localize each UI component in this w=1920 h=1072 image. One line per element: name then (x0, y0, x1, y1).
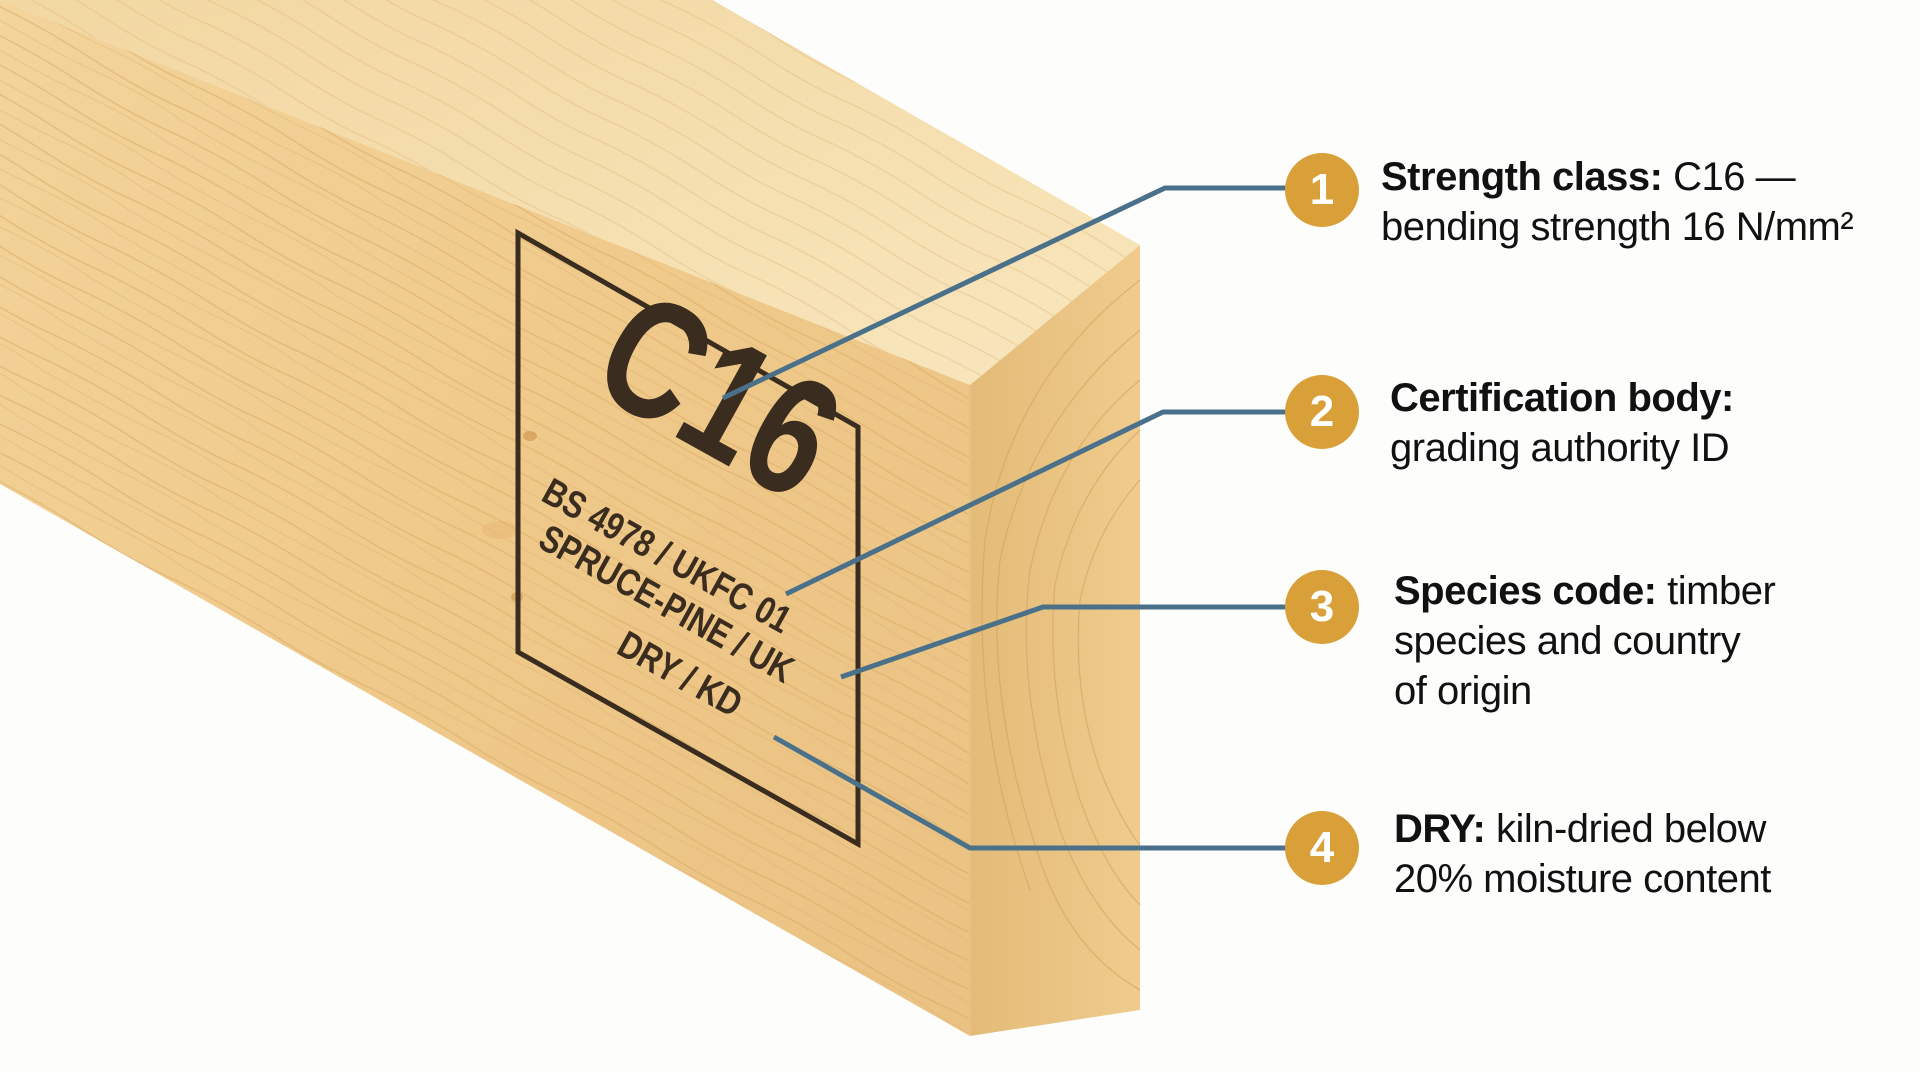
leader-line-4 (772, 734, 1290, 851)
beam-front-face (0, 0, 970, 1036)
callout-2-text: Certification body: grading authority ID (1390, 373, 1734, 473)
callout-3-text: Species code: timber species and country… (1394, 566, 1776, 716)
leader-lines (721, 185, 1290, 851)
callout-4-title: DRY: (1394, 807, 1486, 851)
callout-2-line-2: grading authority ID (1390, 426, 1730, 470)
callout-3-line-3: of origin (1394, 669, 1532, 713)
badge-number: 2 (1309, 387, 1335, 436)
callout-badge-4: 4 (1285, 811, 1359, 885)
callout-1-line-2: bending strength 16 N/mm² (1381, 205, 1854, 249)
callout-1-title: Strength class: (1381, 155, 1663, 199)
callout-badge-2: 2 (1285, 375, 1359, 449)
leader-line-1 (721, 185, 1290, 401)
callout-4-line-1: kiln-dried below (1495, 807, 1766, 851)
callout-badge-3: 3 (1285, 570, 1359, 644)
beam-top-face (0, 0, 1140, 385)
callout-2-title: Certification body: (1390, 376, 1734, 420)
callout-3-title: Species code: (1394, 569, 1657, 613)
leader-line-2 (784, 409, 1290, 597)
callout-4-line-2: 20% moisture content (1394, 857, 1771, 901)
callout-4-text: DRY: kiln-dried below 20% moisture conte… (1394, 804, 1771, 904)
callout-1-line-1: C16 — (1673, 155, 1796, 199)
callout-badge-1: 1 (1285, 153, 1359, 227)
callout-1-text: Strength class: C16 — bending strength 1… (1381, 152, 1854, 252)
badge-number: 3 (1309, 582, 1335, 631)
badge-number: 4 (1309, 823, 1335, 872)
callout-3-line-1: timber (1667, 569, 1776, 613)
grade-stamp: C16 BS 4978 / UKFC 01 SPRUCE-PINE / UK D… (515, 228, 869, 849)
badge-number: 1 (1309, 165, 1335, 214)
leader-line-3 (840, 604, 1290, 680)
callout-3-line-2: species and country (1394, 619, 1741, 663)
